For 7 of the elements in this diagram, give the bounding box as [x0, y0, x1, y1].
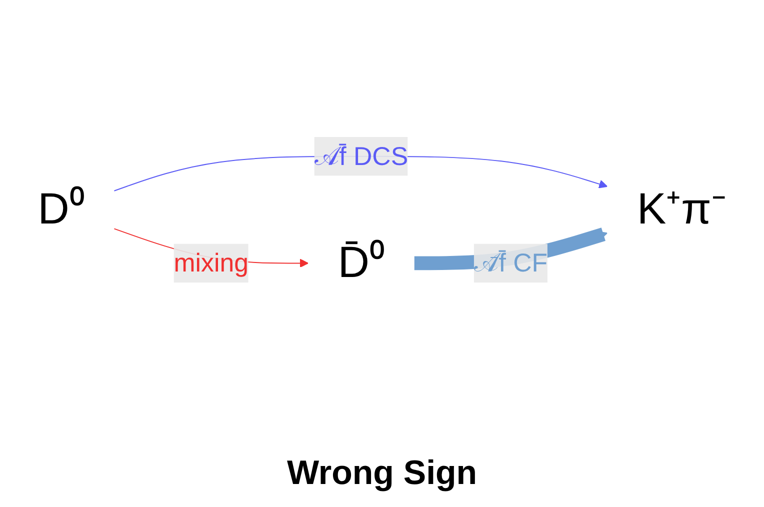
edge-label: mixing [174, 248, 248, 278]
edge-label: 𝒜̄f̄ CF [474, 248, 548, 278]
node-text: K⁺π⁻ [637, 184, 726, 234]
node-text: D⁰ [38, 184, 84, 234]
edge-label: 𝒜f̄ DCS [314, 140, 408, 171]
caption: Wrong Sign [286, 454, 478, 493]
node-text: D̄⁰ [338, 238, 384, 288]
